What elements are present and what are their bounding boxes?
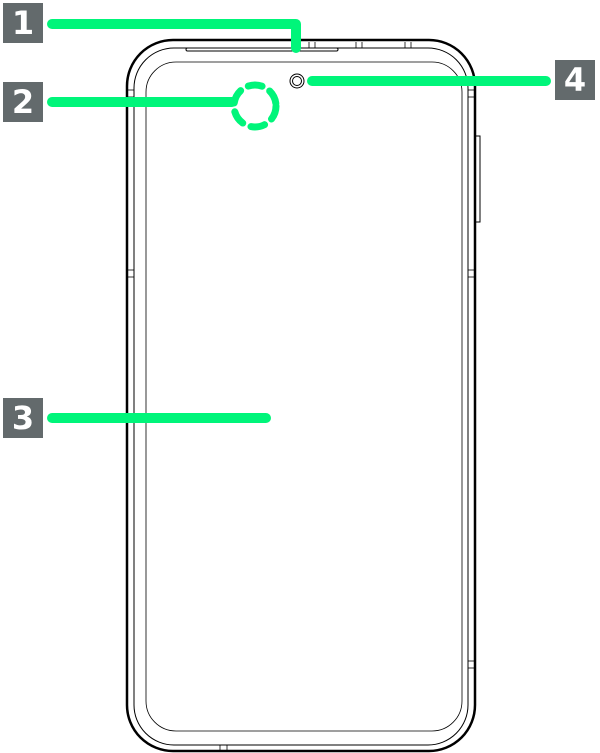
sensor-dashed-circle bbox=[230, 81, 280, 131]
callout-badge-4: 4 bbox=[555, 60, 595, 100]
front-camera bbox=[289, 73, 305, 89]
earpiece bbox=[185, 47, 339, 52]
phone-body-outline bbox=[125, 38, 477, 753]
callout-badge-3: 3 bbox=[3, 398, 43, 438]
callout-badge-1: 1 bbox=[3, 3, 43, 43]
side-button bbox=[474, 135, 481, 223]
display-area bbox=[145, 61, 463, 732]
callout-line-1 bbox=[47, 19, 301, 53]
callout-badge-2: 2 bbox=[3, 82, 43, 122]
phone-frame-inner bbox=[133, 47, 469, 746]
